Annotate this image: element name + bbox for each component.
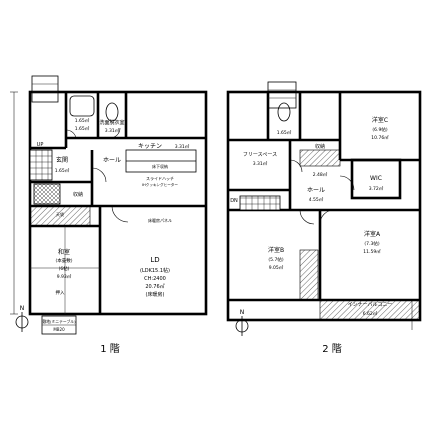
floor1-ld-size: (LDK15.1帖) — [140, 267, 170, 274]
floor2-north-label: N — [240, 309, 245, 316]
floor1-note-floorheat: 床暖房パネル — [148, 217, 172, 223]
floor1-pantry-label: 床下収納 — [152, 163, 168, 169]
floor2-wic-label: WIC — [370, 175, 382, 182]
floor1-kitchen-area: 3.31㎡ — [175, 143, 190, 150]
floor1-closet-note: 天袋 — [56, 211, 64, 217]
floor2-wic-area: 3.72㎡ — [369, 185, 384, 192]
floor2-shuno-label: 収納 — [315, 143, 325, 150]
floor1-genkan-label: 玄関 — [56, 156, 68, 164]
floor1-washitsu-area: 9.93㎡ — [57, 273, 72, 280]
floor2-hall-area: 4.55㎡ — [309, 196, 324, 203]
floor1-oshiire-label: 押入 — [56, 289, 65, 296]
floor1-hall-label: ホール — [103, 157, 121, 164]
floor1-north-label: N — [20, 305, 25, 312]
floor1-legend-value: MB20 — [53, 327, 65, 332]
floor1-genkan-area: 1.65㎡ — [55, 167, 70, 174]
floor1-senmen-area: 3.31㎡ — [105, 127, 120, 134]
floor2-yoshitsu-a-label: 洋室A — [364, 230, 381, 238]
floor2-free-space-area: 3.31㎡ — [253, 160, 268, 167]
floor2-shuno-area: 2.48㎡ — [313, 171, 328, 178]
floor2-yoshitsu-c-size: (6.9帖) — [372, 126, 387, 133]
floor1-legend-title: 敷地(ミニテーブル) — [42, 319, 76, 324]
floor1-staircase — [29, 149, 53, 181]
floor2-yoshitsu-a-area: 11.59㎡ — [363, 248, 381, 255]
floor2-yoshitsu-b-area: 9.05㎡ — [269, 264, 284, 271]
floor1-wc-area: 1.65㎡ — [75, 125, 90, 132]
floor1-ld-floor: (床暖房) — [146, 291, 165, 298]
floor1-senmen-label: 洗面脱衣室 — [99, 119, 124, 126]
floor1-shuno-label: 収納 — [73, 191, 83, 198]
floor2-yoshitsu-c-area: 10.76㎡ — [371, 134, 389, 141]
floor1-washitsu-size: (6帖) — [59, 265, 70, 272]
floor1-washitsu-type: (本畳敷) — [55, 257, 72, 264]
floor1-washitsu-label: 和室 — [58, 248, 70, 256]
floor2-free-space-label: フリースペース — [243, 152, 277, 158]
floor1-genkan-floor — [33, 183, 61, 205]
floor1-ld-ch: CH:2400 — [144, 276, 166, 282]
floor2-dn-label: DN — [230, 198, 238, 204]
floor2-yoshitsu-b-label: 洋室B — [268, 246, 284, 254]
floor2-balcony-label: インナーバルコニー — [348, 302, 393, 308]
floor2-balcony-floor — [319, 299, 421, 321]
floor1-bath-area: 1.65㎡ — [75, 117, 90, 124]
floor2-staircase — [239, 195, 281, 211]
floor-1-plan: N LD (LDK15.1帖) CH:2400 20.76㎡ (床暖房) 和室 … — [10, 75, 208, 355]
floor1-kitchen-label: キッチン — [138, 143, 162, 150]
floor2-yoshitsu-c-label: 洋室C — [372, 116, 388, 124]
floor1-ld-label: LD — [150, 256, 159, 264]
floor1-ld-area: 20.76㎡ — [145, 283, 164, 290]
floor1-note-range: IHクッキングヒーター — [142, 182, 178, 187]
floor2-hall-label: ホール — [307, 187, 325, 194]
floor2-balcony-area: 6.62㎡ — [363, 310, 378, 317]
floor1-note-up: UP — [37, 142, 44, 148]
floor2-yoshitsu-a-size: (7.3帖) — [364, 240, 379, 247]
floor2-caption: 2 階 — [322, 343, 342, 355]
floor-2-plan: N 洋室C (6.9帖) 10.76㎡ WIC 3.72㎡ 洋室A (7.3帖)… — [226, 81, 422, 355]
floor1-outer-wall — [28, 90, 208, 316]
floor2-yoshitsu-b-size: (5.7帖) — [268, 256, 283, 263]
floor1-caption: 1 階 — [100, 343, 120, 355]
floor1-note-hatch: スライドハッチ — [146, 175, 174, 181]
floor2-toilet-area: 1.65㎡ — [277, 129, 292, 136]
